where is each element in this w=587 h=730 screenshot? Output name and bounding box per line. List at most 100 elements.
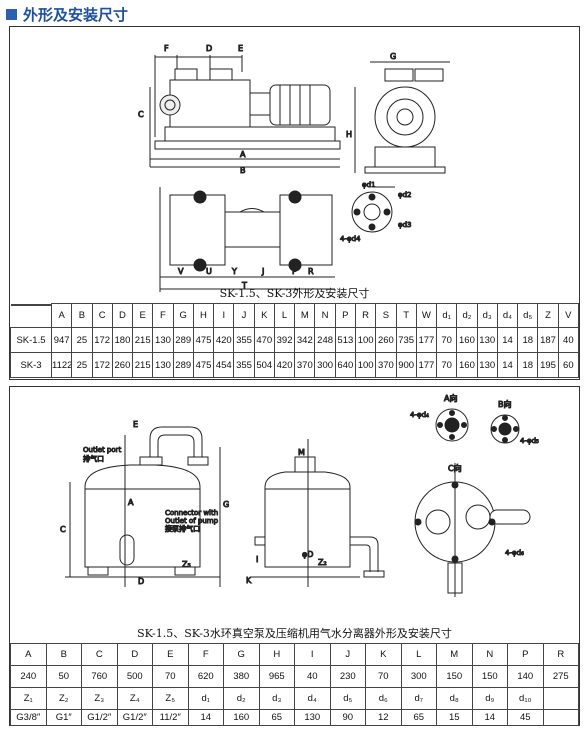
table-cell: 215	[132, 327, 154, 353]
hole-label-c: 4-φd₆	[505, 549, 524, 557]
column-header: Z₅	[152, 687, 189, 710]
column-header: Z	[537, 303, 559, 328]
dim-label-Y: Y	[231, 267, 237, 276]
table-cell: 25	[71, 327, 93, 353]
column-header: C	[81, 643, 118, 666]
dim-label-B: B	[240, 166, 246, 175]
separator-drawing: Outlet port 排气口 Connector with Outlet of…	[60, 393, 540, 597]
column-header: K	[365, 643, 402, 666]
dim-label-d2: φd2	[398, 191, 412, 199]
table-cell: 177	[415, 327, 438, 353]
table-cell: 500	[116, 665, 153, 688]
table-cell: 215	[132, 352, 154, 378]
column-header: d₁	[187, 687, 224, 710]
table-cell: 70	[152, 665, 189, 688]
table-cell: 100	[354, 352, 377, 378]
table-cell: 15	[436, 709, 473, 726]
table-cell: 504	[253, 352, 275, 378]
column-header: D	[111, 303, 134, 328]
dim-label-D: D	[206, 44, 212, 53]
table-cell: 420	[213, 327, 235, 353]
column-header: D	[116, 643, 153, 666]
hole-label-a: 4-φd₄	[410, 411, 429, 419]
column-header: K	[253, 303, 275, 328]
table-cell: 18	[517, 352, 539, 378]
section-title: 外形及安装尺寸	[23, 5, 129, 24]
column-header: F	[187, 643, 224, 666]
table-cell: 11/2″	[152, 709, 189, 726]
table-cell: 130	[476, 327, 498, 353]
c-view-label: C向	[448, 463, 462, 473]
sep-label-Z5: Z₅	[182, 560, 191, 569]
table-cell: 70	[436, 327, 458, 353]
table-cell: 160	[456, 352, 478, 378]
column-header: F	[152, 303, 174, 328]
column-header: G	[172, 303, 194, 328]
table-cell: 248	[314, 327, 336, 353]
dim-label-R: R	[308, 267, 314, 276]
dim-label-H: H	[346, 130, 352, 139]
column-header: E	[152, 643, 189, 666]
table-cell: 195	[537, 352, 559, 378]
table-cell: 150	[436, 665, 473, 688]
table-cell: 14	[471, 709, 508, 726]
pump-front-view	[354, 61, 450, 174]
column-header: d₄	[496, 303, 519, 328]
table-cell: 1122	[50, 352, 73, 378]
table-cell: 900	[395, 352, 417, 378]
b-view-label: B向	[498, 399, 512, 409]
table-cell: 40	[557, 327, 580, 353]
dim-label-C: C	[138, 110, 144, 119]
column-header: I	[213, 303, 235, 328]
connector-label-cn: 接泵排气口	[165, 524, 200, 533]
outlet-label-cn: 排气口	[83, 454, 104, 463]
table-cell: 40	[294, 665, 331, 688]
dim-label-E: E	[238, 44, 243, 53]
flange-detail	[351, 186, 395, 233]
separator-dimension-panel: Outlet port 排气口 Connector with Outlet of…	[9, 386, 580, 726]
column-header: Z₂	[45, 687, 82, 710]
pump-dimension-panel: F D E C A B J Y U V P R T	[9, 26, 580, 380]
table-cell: 380	[223, 665, 260, 688]
column-header: B	[45, 643, 82, 666]
pump-drawing: F D E C A B J Y U V P R T	[138, 44, 450, 292]
column-header: H	[258, 643, 295, 666]
column-header: Z₃	[81, 687, 118, 710]
column-header: d₅	[517, 303, 539, 328]
table-cell: 18	[517, 327, 539, 353]
sep-label-M: M	[298, 448, 305, 457]
sep-label-E: E	[133, 420, 138, 429]
table-cell: 177	[415, 352, 438, 378]
column-header: d₇	[400, 687, 437, 710]
table-cell: 275	[542, 665, 579, 688]
model-cell: SK-1.5	[10, 327, 52, 353]
table-cell: 760	[81, 665, 118, 688]
column-header: I	[294, 643, 331, 666]
pump-side-view	[149, 55, 341, 168]
column-header: d₃	[476, 303, 498, 328]
table-cell: 160	[223, 709, 260, 726]
table-cell: 160	[456, 327, 478, 353]
pump-caption: SK-1.5、SK-3外形及安装尺寸	[219, 287, 370, 300]
table-cell: 65	[258, 709, 295, 726]
sep-label-Z2: Z₂	[318, 558, 327, 567]
column-header: d₂	[223, 687, 260, 710]
sep-label-I: I	[256, 555, 258, 564]
hole-label-b: 4-φd₅	[520, 437, 539, 445]
table-cell: G3/8″	[10, 709, 47, 726]
table-cell: 289	[172, 327, 194, 353]
tank-side-view	[250, 439, 385, 587]
column-header: P	[334, 303, 356, 328]
table-cell: 965	[258, 665, 295, 688]
column-header: d₈	[436, 687, 473, 710]
table-cell: 300	[314, 352, 336, 378]
table-cell: 60	[557, 352, 580, 378]
table-cell: 640	[334, 352, 356, 378]
dim-label-P: P	[292, 267, 297, 276]
outlet-label-en: Outlet port	[83, 446, 122, 454]
table-cell: 70	[436, 352, 458, 378]
